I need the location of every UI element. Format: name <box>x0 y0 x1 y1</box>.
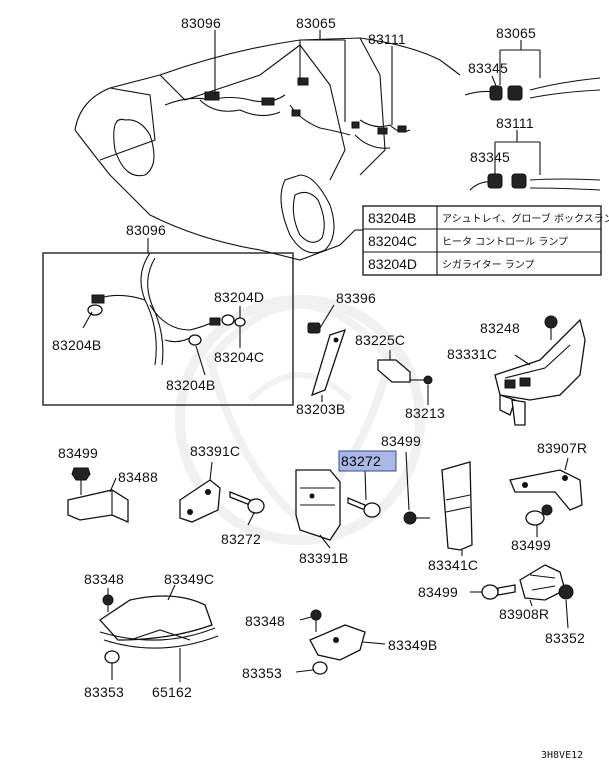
label-83204B-left: 83204B <box>52 337 101 353</box>
label-83499-a: 83499 <box>58 445 98 461</box>
label-83213: 83213 <box>405 405 445 421</box>
label-83204B-bottom: 83204B <box>166 377 215 393</box>
table-row-1-code: 83204B <box>368 210 416 226</box>
label-83396: 83396 <box>336 290 376 306</box>
labels: 83096 83065 83111 83065 83345 83111 8334… <box>52 15 587 761</box>
label-65162: 65162 <box>152 684 192 700</box>
label-83341C: 83341C <box>428 557 478 573</box>
label-83348-a: 83348 <box>84 571 124 587</box>
part-83908R-83352 <box>470 564 574 629</box>
label-83272-highlighted[interactable]: 83272 <box>341 453 381 469</box>
label-83488: 83488 <box>118 469 158 485</box>
label-83349C: 83349C <box>164 571 214 587</box>
connector-detail-83111 <box>469 130 601 191</box>
label-83499-d: 83499 <box>418 584 458 600</box>
label-83499-c: 83499 <box>511 537 551 553</box>
table-row-2-desc: ヒータ コントロール ランプ <box>442 236 568 248</box>
label-83204D-box: 83204D <box>214 289 264 305</box>
label-83391C: 83391C <box>190 443 240 459</box>
label-83907R: 83907R <box>537 440 587 456</box>
part-83248-83331C <box>494 315 586 426</box>
detail-box-83096 <box>42 238 294 406</box>
parts-table <box>362 205 602 276</box>
label-83203B: 83203B <box>296 401 345 417</box>
label-83348-b: 83348 <box>245 613 285 629</box>
part-83907R-83499 <box>509 457 583 537</box>
label-83499-b: 83499 <box>381 433 421 449</box>
part-83391B-83272-center <box>295 469 381 549</box>
label-83908R: 83908R <box>499 606 549 622</box>
label-83353-b: 83353 <box>242 665 282 681</box>
car-body-drawing <box>74 37 461 261</box>
part-83225C-83213 <box>377 350 433 405</box>
label-83111-right: 83111 <box>496 115 534 131</box>
part-83499-83488 <box>67 467 129 523</box>
label-83111: 83111 <box>368 31 406 47</box>
label-83225C: 83225C <box>355 332 405 348</box>
part-83391C-83272-left <box>179 461 265 526</box>
top-leaders <box>214 30 393 231</box>
part-83349B <box>295 609 386 675</box>
label-83349B: 83349B <box>388 637 437 653</box>
diagram-code: 3H8VE12 <box>541 750 583 761</box>
label-83345-b: 83345 <box>470 149 510 165</box>
label-83096-box: 83096 <box>126 222 166 238</box>
highlight-83272 <box>338 450 397 472</box>
label-83272-left: 83272 <box>221 531 261 547</box>
part-83396-83203B <box>307 304 347 402</box>
connector-detail-83065 <box>464 40 601 101</box>
label-83065-right: 83065 <box>496 25 536 41</box>
table-row-1-desc: アシュトレイ、グローブ ボックスランプ <box>442 212 609 225</box>
table-row-3-code: 83204D <box>368 256 417 272</box>
table-row-2-code: 83204C <box>368 233 417 249</box>
label-83065: 83065 <box>296 15 336 31</box>
label-83096-top: 83096 <box>181 15 221 31</box>
table-row-3-desc: シガライター ランプ <box>442 259 534 271</box>
part-83499-83341C <box>403 451 473 556</box>
label-83248: 83248 <box>480 320 520 336</box>
label-83352: 83352 <box>545 630 585 646</box>
part-83349C-65162 <box>99 584 219 682</box>
label-83391B: 83391B <box>299 550 348 566</box>
label-83353-a: 83353 <box>84 684 124 700</box>
label-83331C: 83331C <box>447 346 497 362</box>
label-83204C-box: 83204C <box>214 349 264 365</box>
parts-table-text: 83204B アシュトレイ、グローブ ボックスランプ 83204C ヒータ コン… <box>368 210 609 272</box>
label-83345-a: 83345 <box>468 60 508 76</box>
